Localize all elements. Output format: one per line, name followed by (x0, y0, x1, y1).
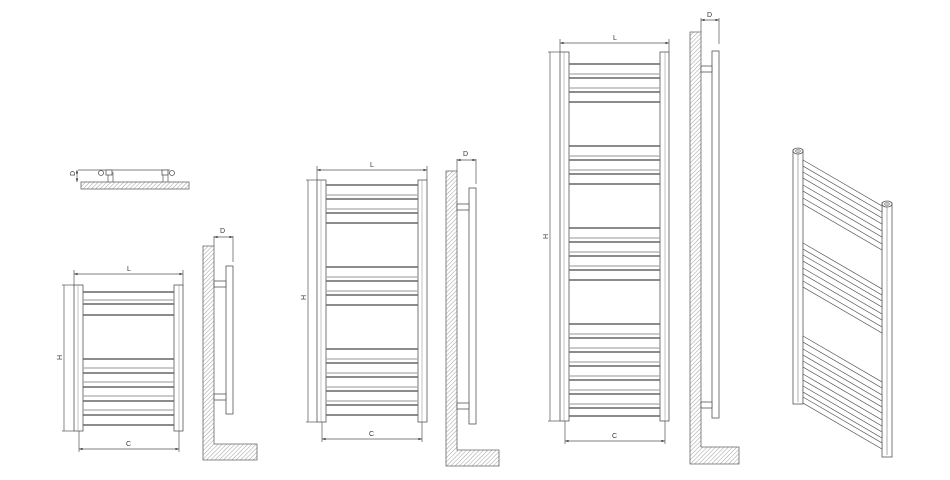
isometric-view (792, 147, 893, 458)
bars (83, 291, 174, 426)
depth-label: D (463, 151, 468, 158)
wall-hatch (80, 181, 190, 190)
depth-label: D (220, 228, 225, 235)
centers-label: C (612, 433, 617, 440)
front-view-small: L H C (57, 266, 184, 452)
depth-label: D (70, 171, 77, 176)
height-label: H (543, 234, 550, 239)
width-label: L (613, 35, 617, 42)
centers-label: C (369, 431, 374, 438)
bars (802, 159, 883, 450)
centers-label: C (126, 441, 131, 448)
front-view-large: L H (543, 35, 670, 444)
side-view-large: D (689, 12, 740, 465)
side-view-medium: D (445, 151, 500, 467)
top-view-small: D (70, 169, 190, 190)
front-view-medium: L H (301, 162, 428, 442)
bars (569, 63, 660, 417)
bars (326, 184, 418, 416)
width-label: L (127, 266, 131, 273)
height-label: H (57, 355, 64, 360)
side-view-small: D (202, 228, 258, 461)
depth-label: D (707, 12, 712, 19)
height-label: H (301, 295, 308, 300)
width-label: L (370, 162, 374, 169)
